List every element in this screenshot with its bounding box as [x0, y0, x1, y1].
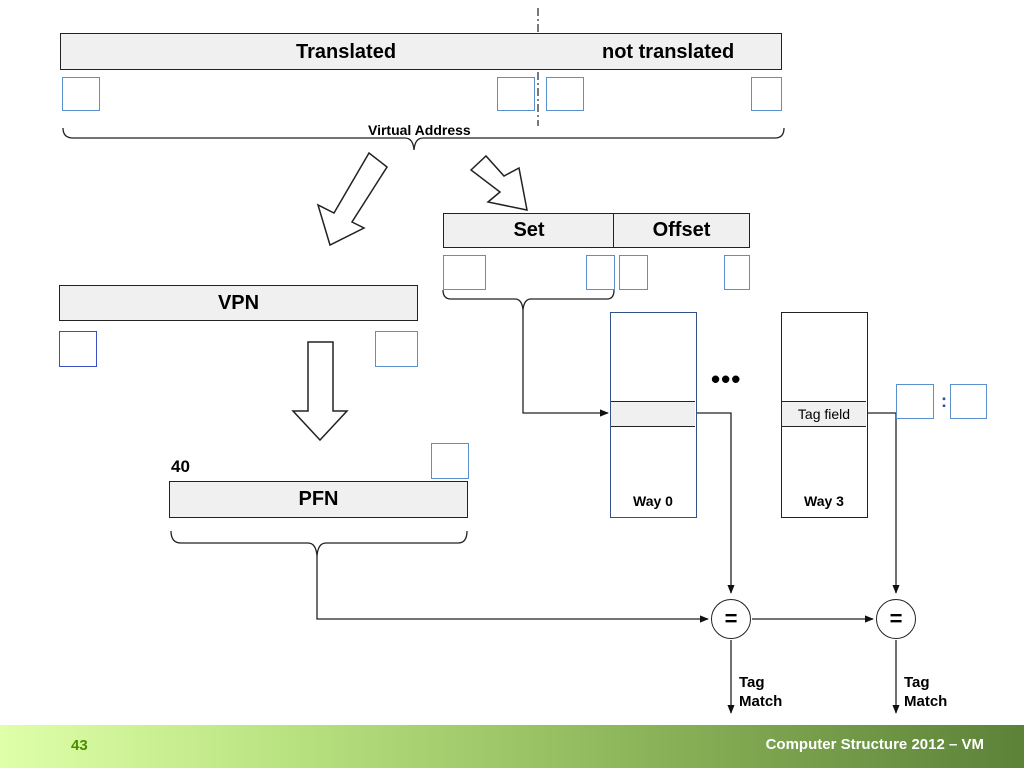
- way3-label: Way 3: [804, 493, 844, 509]
- arrow-to-set: [469, 154, 528, 211]
- slide-number: 43: [71, 737, 88, 754]
- equals-symbol: =: [889, 606, 903, 631]
- cache-way-0: Way 0: [610, 312, 697, 518]
- tag-match-label-1: Tag Match: [904, 674, 948, 710]
- pfn-bit-cell: [431, 443, 469, 479]
- comparator-0: =: [711, 599, 751, 639]
- vpn-field: VPN: [59, 285, 418, 321]
- set-bit-cell: [586, 255, 615, 290]
- vpn-bit-cell: [375, 331, 418, 367]
- more-ways-ellipsis: •••: [711, 364, 742, 394]
- offset-field: Offset: [613, 213, 750, 248]
- slide-footer: [0, 725, 1024, 768]
- comparator-1: =: [876, 599, 916, 639]
- vpn-bit-cell: [59, 331, 97, 367]
- tag-bit-colon: :: [941, 391, 947, 411]
- set-bit-cell: [443, 255, 486, 290]
- way3-tag-line: [867, 412, 900, 594]
- vpn-label: VPN: [217, 291, 260, 314]
- tag-match-label-0: Tag Match: [739, 674, 783, 710]
- way0-label: Way 0: [633, 493, 673, 509]
- tag-bit-cell: [950, 384, 987, 419]
- pfn-to-comparator-line: [316, 556, 709, 623]
- not-translated-label: not translated: [602, 41, 735, 63]
- equals-symbol: =: [724, 606, 738, 631]
- footer-title: Computer Structure 2012 – VM: [765, 736, 984, 753]
- arrow-to-vpn: [316, 151, 388, 247]
- set-label: Set: [513, 219, 545, 241]
- pfn-field: PFN: [169, 481, 468, 518]
- way0-tag-line: [696, 412, 735, 594]
- va-bit-cell: [62, 77, 100, 111]
- tag-field-label: Tag field: [797, 406, 851, 422]
- set-field: Set: [443, 213, 615, 248]
- pfn-brace: [170, 530, 468, 557]
- va-bit-cell: [546, 77, 584, 111]
- set-index-line: [522, 310, 609, 417]
- way0-tag-entry: [611, 401, 695, 427]
- virtual-address-bar: Translated not translated: [60, 33, 782, 70]
- virtual-address-label: Virtual Address: [368, 122, 471, 138]
- arrow-vpn-to-pfn: [291, 341, 349, 442]
- offset-bit-cell: [724, 255, 750, 290]
- pfn-label: PFN: [298, 488, 339, 510]
- set-brace: [442, 289, 615, 311]
- tag-bit-cell: [896, 384, 934, 419]
- pfn-bit-count: 40: [171, 457, 190, 476]
- va-bit-cell: [497, 77, 535, 111]
- offset-label: Offset: [652, 219, 711, 241]
- virtual-address-brace: [62, 127, 785, 151]
- cache-way-3: Tag field Way 3: [781, 312, 868, 518]
- translated-label: Translated: [296, 41, 397, 63]
- va-bit-cell: [751, 77, 782, 111]
- offset-bit-cell: [619, 255, 648, 290]
- way3-tag-field: Tag field: [782, 401, 866, 427]
